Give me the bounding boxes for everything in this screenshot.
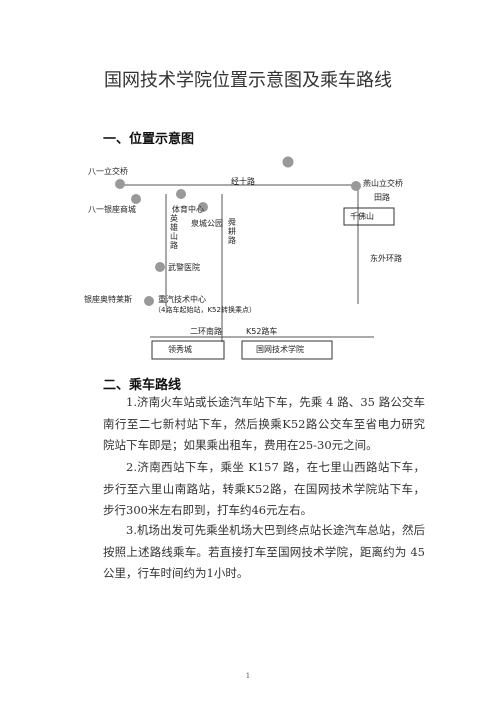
label-erhuan-south: 二环南路 — [190, 327, 222, 336]
marker-top — [282, 156, 294, 168]
route-paragraph: 3.机场出发可先乘坐机场大巴到终点站长途汽车总站，然后按照上述路线乘车。若直接打… — [103, 523, 425, 580]
label-yinzuo: 银座奥特莱斯 — [84, 295, 132, 304]
label-huaxin: 领秀城 — [168, 345, 192, 354]
marker-bayi-plaza — [131, 194, 141, 204]
label-yanshan-overpass: 燕山立交桥 — [363, 179, 403, 188]
label-east-road: 田路 — [374, 193, 390, 202]
marker-park — [198, 202, 208, 212]
section-heading-routes: 二、乘车路线 — [103, 378, 182, 393]
marker-zhongqi — [144, 296, 154, 306]
location-map: 八一立交桥 八一银座商城 体育中心 经十路 英雄山路 泉城公园 舜耕路 千佛山 … — [84, 154, 416, 364]
marker-bayi-overpass — [115, 179, 125, 189]
qianfoshan-box — [343, 207, 395, 226]
huaxin-box — [151, 340, 225, 360]
marker-yanshan — [351, 181, 361, 191]
page-title: 国网技术学院位置示意图及乘车路线 — [104, 70, 392, 91]
page-number: 1 — [245, 672, 251, 680]
route-paragraph: 2.济南西站下车，乘坐 K157 路，在七里山西路站下车，步行至六里山南路站，转… — [103, 460, 425, 517]
label-wujing-hospital: 武警医院 — [168, 263, 200, 272]
label-qianfoshan: 千佛山 — [350, 212, 374, 221]
marker-gym — [176, 189, 186, 199]
section-heading-location: 一、位置示意图 — [103, 132, 195, 147]
label-shungeng-road: 舜耕路 — [228, 218, 236, 245]
label-zhongqi-note: （4路车起始站，K52转换乘点） — [154, 306, 256, 314]
route-paragraph: 1.济南火车站或长途汽车站下车，先乘 4 路、35 路公交车南行至二七新村站下车… — [103, 395, 425, 452]
label-quancheng-park: 泉城公园 — [191, 219, 223, 228]
academy-box — [241, 340, 333, 360]
label-jingshi-road: 经十路 — [231, 177, 255, 186]
label-bayi-silver-plaza: 八一银座商城 — [88, 205, 136, 214]
map-lines — [115, 156, 395, 360]
label-lishan-road: 英雄山路 — [170, 214, 178, 250]
label-east-ring: 东外环路 — [370, 254, 402, 263]
label-k52: K52路车 — [246, 327, 278, 336]
label-sgcc-academy: 国网技术学院 — [256, 345, 304, 354]
label-zhongqi-center: 重汽技术中心 — [158, 295, 206, 304]
marker-hospital — [155, 262, 165, 272]
label-gym-center: 体育中心 — [172, 205, 204, 214]
label-bayi-overpass: 八一立交桥 — [88, 167, 128, 176]
